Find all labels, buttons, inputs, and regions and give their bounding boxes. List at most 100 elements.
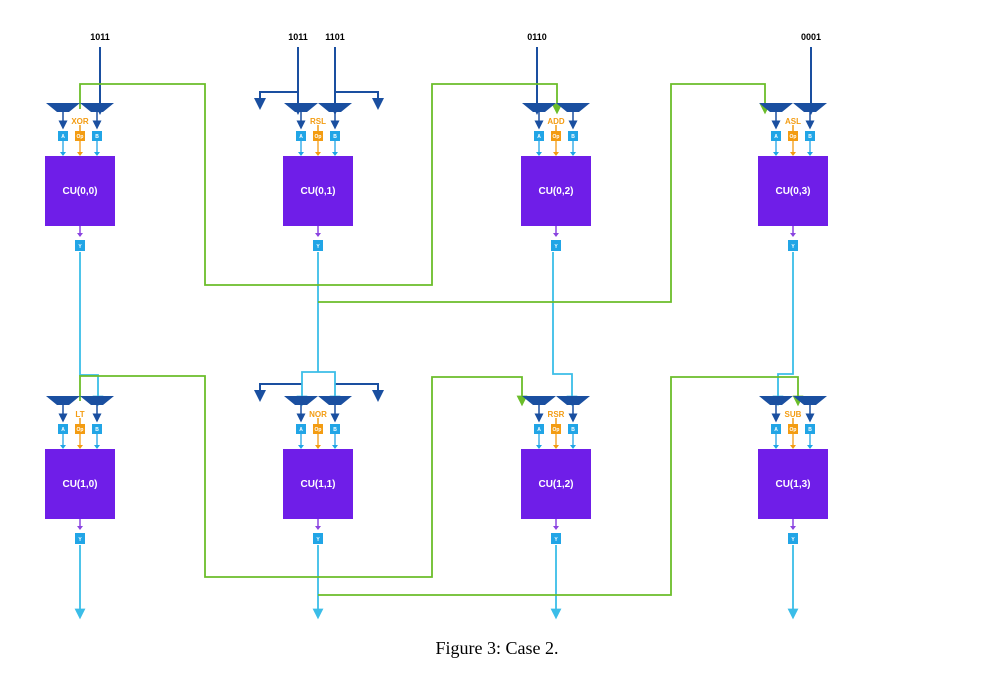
port-a — [296, 424, 306, 434]
port-b-label: B — [95, 134, 99, 140]
port-b — [805, 424, 815, 434]
port-a-label: A — [774, 134, 778, 140]
route-0-0-to-0-2 — [79, 83, 563, 286]
mux-a — [284, 396, 318, 405]
y-arrowhead — [315, 526, 321, 530]
port-a — [534, 424, 544, 434]
port-y — [75, 240, 85, 251]
route-wires — [79, 83, 804, 596]
port-op — [313, 424, 323, 434]
port-a — [58, 131, 68, 141]
port-y — [313, 533, 323, 544]
port-op-arrowhead — [315, 152, 321, 156]
port-a-arrowhead — [536, 152, 542, 156]
port-b — [330, 424, 340, 434]
port-a-arrowhead — [298, 152, 304, 156]
port-op-label: Op — [77, 134, 84, 140]
cu-box — [758, 449, 828, 519]
mux-a — [759, 103, 793, 112]
cu-label: CU(0,1) — [300, 186, 335, 197]
port-op — [788, 424, 798, 434]
port-a-label: A — [61, 427, 65, 433]
port-y — [551, 240, 561, 251]
port-a-arrowhead — [536, 445, 542, 449]
route-1-0-to-1-2 — [79, 375, 528, 578]
op-label: LT — [75, 410, 84, 419]
port-y — [75, 533, 85, 544]
port-op — [313, 131, 323, 141]
port-a — [771, 424, 781, 434]
port-a-label: A — [537, 427, 541, 433]
port-a — [296, 131, 306, 141]
port-y-label: Y — [554, 244, 558, 250]
mux-a — [759, 396, 793, 405]
port-a-arrowhead — [60, 445, 66, 449]
port-a — [534, 131, 544, 141]
port-b-arrowhead — [570, 152, 576, 156]
port-op-arrowhead — [790, 152, 796, 156]
mux-b — [556, 396, 590, 405]
mux-a — [522, 103, 556, 112]
cu-box — [283, 449, 353, 519]
op-label: XOR — [71, 117, 89, 126]
mux-b — [80, 103, 114, 112]
port-op-arrowhead — [77, 152, 83, 156]
port-b-arrowhead — [94, 152, 100, 156]
port-a-arrowhead — [298, 445, 304, 449]
input-label-0-1-a: 1011 — [288, 32, 308, 42]
cu-label: CU(1,3) — [775, 479, 810, 490]
port-b — [92, 424, 102, 434]
mux-b — [556, 103, 590, 112]
cu-box — [45, 449, 115, 519]
port-op-label: Op — [553, 427, 560, 433]
mux-a — [522, 396, 556, 405]
output-wire-0-1-split-b — [318, 371, 341, 407]
port-b — [330, 131, 340, 141]
port-y — [313, 240, 323, 251]
port-op-label: Op — [315, 427, 322, 433]
port-op-label: Op — [315, 134, 322, 140]
y-arrowhead — [553, 526, 559, 530]
output-wire-0-3 — [772, 252, 794, 407]
port-b-label: B — [808, 427, 812, 433]
input-label-0-0: 1011 — [90, 32, 110, 42]
port-a — [771, 131, 781, 141]
port-a-label: A — [774, 427, 778, 433]
port-op-arrowhead — [315, 445, 321, 449]
port-a-label: A — [537, 134, 541, 140]
output-wire-0-2 — [552, 252, 578, 407]
side-wire-0-1-left — [254, 91, 298, 110]
port-b-label: B — [571, 134, 575, 140]
port-op — [551, 424, 561, 434]
port-b-arrowhead — [332, 445, 338, 449]
input-label-0-1-b: 1101 — [325, 32, 345, 42]
op-label: ADD — [547, 117, 565, 126]
port-op-arrowhead — [790, 445, 796, 449]
y-arrowhead — [315, 233, 321, 237]
route-0-1-to-0-3 — [318, 83, 771, 303]
input-wires — [94, 47, 817, 402]
port-y — [551, 533, 561, 544]
cu-label: CU(0,3) — [775, 186, 810, 197]
op-label: ASL — [785, 117, 801, 126]
port-a — [58, 424, 68, 434]
input-label-0-3: 0001 — [801, 32, 821, 42]
port-op — [75, 131, 85, 141]
output-wire-0-1-split-a — [296, 371, 318, 407]
op-label: RSL — [310, 117, 326, 126]
port-b — [568, 131, 578, 141]
cu-box — [521, 156, 591, 226]
port-y-label: Y — [78, 537, 82, 543]
port-a-arrowhead — [60, 152, 66, 156]
port-b-arrowhead — [94, 445, 100, 449]
side-wire-0-1-right — [335, 91, 384, 110]
port-a-label: A — [61, 134, 65, 140]
side-wire-1-1-right — [335, 383, 384, 402]
port-op — [551, 131, 561, 141]
